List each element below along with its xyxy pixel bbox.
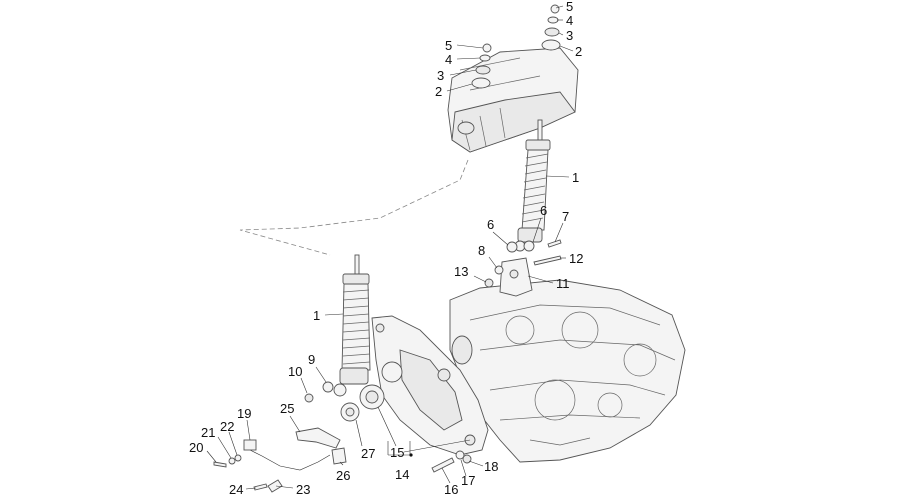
callout-10: 10 [288, 364, 302, 379]
callout-8: 8 [478, 243, 485, 258]
callout-6-left: 6 [487, 217, 494, 232]
assembly-guide-line [239, 159, 469, 256]
callout-1-right-shock: 1 [572, 170, 579, 185]
nut-13 [484, 278, 494, 288]
engine-assembly [449, 279, 686, 463]
callout-22: 22 [220, 419, 234, 434]
washer-21 [228, 457, 236, 465]
callout-2-left: 2 [435, 84, 442, 99]
callout-11: 11 [556, 276, 570, 291]
sensor-26 [331, 447, 347, 465]
callout-3-left: 3 [437, 68, 444, 83]
washer-9 [322, 381, 334, 393]
callout-1-left-shock: 1 [313, 308, 320, 323]
spacer-6-right [523, 240, 535, 252]
nut-10 [304, 393, 314, 403]
callout-12: 12 [569, 251, 583, 266]
callout-9: 9 [308, 352, 315, 367]
callout-3-right: 3 [566, 28, 573, 43]
callout-14-dot [409, 453, 413, 457]
shock-absorber-left [333, 254, 371, 397]
upper-mount-bracket [447, 47, 579, 153]
callout-20: 20 [189, 440, 203, 455]
engine-support-bracket [371, 315, 489, 456]
washer-17 [455, 450, 465, 460]
callout-16: 16 [444, 482, 458, 496]
bolt-16 [431, 457, 455, 473]
callout-27: 27 [361, 446, 375, 461]
callout-19: 19 [237, 406, 251, 421]
callout-4-right: 4 [566, 13, 573, 28]
shock-absorber-right [514, 119, 551, 252]
leader-lines [206, 5, 574, 490]
washer-stack-left [471, 43, 492, 89]
mount-bracket-11 [499, 257, 533, 297]
bearing-27 [359, 384, 385, 410]
callout-24: 24 [229, 482, 243, 496]
callout-13: 13 [454, 264, 468, 279]
sensor-bracket-25 [295, 427, 341, 449]
callout-15: 15 [390, 445, 404, 460]
callout-25: 25 [280, 401, 294, 416]
spacer-6-left [506, 241, 518, 253]
connector-19 [243, 439, 257, 451]
callout-17: 17 [461, 473, 475, 488]
bolt-12 [533, 255, 562, 266]
callout-21: 21 [201, 425, 215, 440]
screw-20 [213, 461, 227, 468]
callout-18: 18 [484, 459, 498, 474]
nut-18 [462, 454, 472, 464]
cable-23 [249, 449, 331, 471]
callout-2-right: 2 [575, 44, 582, 59]
callout-4-left: 4 [445, 52, 452, 67]
bolt-7 [547, 239, 562, 248]
clamp-ring [340, 402, 360, 422]
washer-22 [234, 454, 242, 462]
callout-7: 7 [562, 209, 569, 224]
callout-5-right: 5 [566, 0, 573, 14]
callout-5-left: 5 [445, 38, 452, 53]
callout-labels: 5 4 3 2 5 4 3 2 1 6 6 7 8 12 13 11 1 10 … [189, 0, 583, 496]
callout-23: 23 [296, 482, 310, 496]
screw-24 [253, 483, 268, 491]
callout-14: 14 [395, 467, 409, 482]
washer-stack-right [541, 4, 561, 51]
clip-23 [267, 479, 283, 493]
callout-26: 26 [336, 468, 350, 483]
callout-6-right: 6 [540, 203, 547, 218]
